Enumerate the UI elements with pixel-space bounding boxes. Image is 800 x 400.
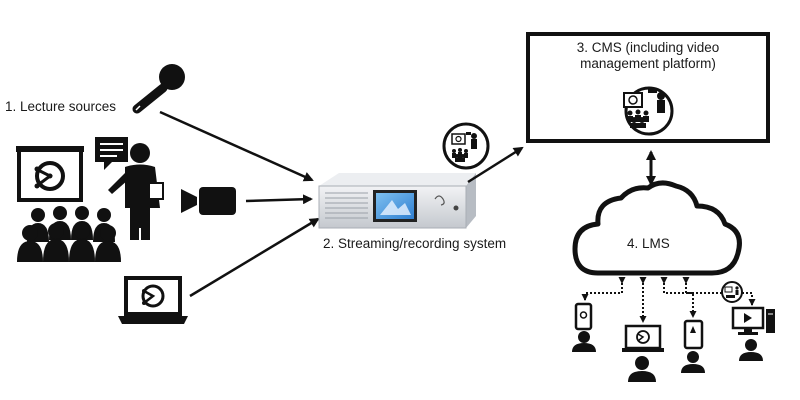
laptop-icon <box>118 276 188 324</box>
presentation-screen-icon <box>16 146 84 202</box>
lms-label: 4. LMS <box>627 236 670 251</box>
tablet-icon <box>683 319 704 350</box>
audience-icon <box>17 206 121 262</box>
lecture-sources-label: 1. Lecture sources <box>5 99 117 114</box>
user-icon <box>681 351 705 373</box>
speech-bubble-icon <box>95 137 128 170</box>
cms-label-line2: management platform) <box>580 56 716 71</box>
user-icon <box>628 356 656 382</box>
cloud-icon <box>572 180 742 276</box>
arrow-camera-to-system <box>245 194 313 205</box>
desktop-computer-icon <box>731 306 775 335</box>
lms-device-connections <box>581 277 756 323</box>
arrow-mic-to-system <box>159 110 314 182</box>
monitor-icon <box>622 324 664 352</box>
microphone-icon <box>132 64 185 114</box>
arrow-laptop-to-system <box>189 217 320 298</box>
lecture-capture-badge-icon <box>721 281 743 303</box>
presenter-icon <box>108 143 164 242</box>
user-icon <box>739 339 763 361</box>
smartphone-icon <box>574 302 593 331</box>
cms-lecture-capture-icon <box>623 86 674 136</box>
arrow-system-to-cms <box>467 146 524 184</box>
streaming-device-icon <box>318 173 476 229</box>
user-icon <box>572 331 596 352</box>
cms-label-line1: 3. CMS (including video <box>576 40 720 55</box>
lecture-capture-badge-icon <box>442 122 490 170</box>
streaming-system-label: 2. Streaming/recording system <box>323 236 507 251</box>
video-camera-icon <box>181 187 236 215</box>
